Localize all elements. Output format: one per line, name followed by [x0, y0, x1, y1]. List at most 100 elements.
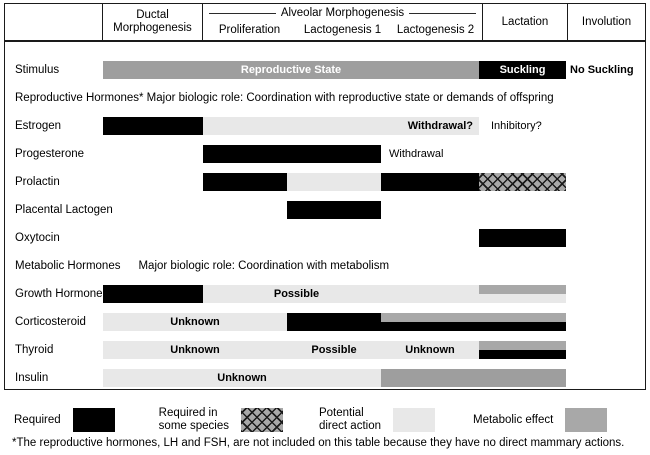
header-ductal-line1: Ductal	[136, 9, 169, 21]
note-metabolic-label: Metabolic Hormones	[15, 260, 121, 272]
header-ductal-line2: Morphogenesis	[113, 22, 192, 34]
table-row-progesterone: Progesterone Withdrawal	[5, 140, 645, 168]
bar-label-growth-hormone-possible: Possible	[273, 288, 320, 300]
bar-suckling: Suckling	[479, 61, 566, 79]
row-label-prolactin: Prolactin	[15, 176, 60, 188]
bar-oxytocin-required	[479, 229, 566, 247]
bar-insulin-metabolic	[381, 369, 566, 387]
bar-label-suckling: Suckling	[499, 64, 546, 76]
bar-label-thyroid-unknown-1: Unknown	[170, 344, 220, 356]
row-label-estrogen: Estrogen	[15, 120, 62, 132]
legend: Required Required in some species Potent…	[14, 404, 636, 436]
note-reproductive-hormones: Reproductive Hormones* Major biologic ro…	[15, 84, 554, 112]
bar-prolactin-required-2	[381, 173, 479, 191]
note-metabolic-text: Major biologic role: Coordination with m…	[138, 260, 390, 272]
table-row-stimulus: Stimulus Reproductive State Suckling No …	[5, 56, 645, 84]
row-label-corticosteroid: Corticosteroid	[15, 316, 86, 328]
bar-label-progesterone-withdrawal: Withdrawal	[389, 148, 444, 160]
legend-label-potential-direct-action: Potential direct action	[319, 407, 381, 433]
header-cell-blank	[4, 3, 102, 41]
row-label-thyroid: Thyroid	[15, 344, 54, 356]
legend-swatch-required-some-species	[240, 408, 283, 432]
header-involution-label: Involution	[581, 15, 632, 28]
table-header: Ductal Morphogenesis Alveolar Morphogene…	[4, 3, 646, 41]
bar-growth-hormone-required	[103, 285, 203, 303]
bar-reproductive-state: Reproductive State	[103, 61, 479, 79]
bar-thyroid-possible: Possible	[287, 341, 381, 359]
bar-label-reproductive-state: Reproductive State	[240, 64, 342, 76]
table-row-thyroid: Thyroid Unknown Possible Unknown	[5, 336, 645, 364]
table-row-insulin: Insulin Unknown	[5, 364, 645, 392]
note-metabolic-hormones: Metabolic Hormones Major biologic role: …	[15, 252, 389, 280]
bar-no-suckling: No Suckling	[570, 61, 650, 79]
legend-swatch-metabolic-effect	[565, 408, 608, 432]
legend-item-required-some-species: Required in some species	[159, 407, 283, 433]
bar-growth-hormone-potential: Possible	[203, 285, 566, 303]
bar-insulin-unknown: Unknown	[103, 369, 381, 387]
bar-placental-lactogen-required	[287, 201, 381, 219]
table-body: Stimulus Reproductive State Suckling No …	[4, 41, 646, 390]
alveolar-title-row: Alveolar Morphogenesis	[203, 7, 482, 20]
row-label-stimulus: Stimulus	[15, 64, 60, 76]
hormone-table: Ductal Morphogenesis Alveolar Morphogene…	[4, 3, 646, 390]
bar-label-corticosteroid-unknown: Unknown	[170, 316, 220, 328]
bar-label-thyroid-unknown-2: Unknown	[405, 344, 455, 356]
header-sub-proliferation: Proliferation	[218, 24, 281, 36]
bar-corticosteroid-metabolic	[381, 313, 566, 322]
bar-label-estrogen-withdrawal: Withdrawal?	[407, 120, 473, 132]
header-cell-ductal-morphogenesis: Ductal Morphogenesis	[102, 3, 202, 41]
alveolar-substages: Proliferation Lactogenesis 1 Lactogenesi…	[203, 24, 482, 37]
bar-prolactin-required-1	[203, 173, 287, 191]
table-row-growth-hormone: Growth Hormone Possible	[5, 280, 645, 308]
header-cell-lactation: Lactation	[482, 3, 567, 41]
legend-item-metabolic-effect: Metabolic effect	[473, 408, 608, 432]
legend-label-potential-line1: Potential	[318, 407, 364, 419]
alveolar-rule-right	[409, 13, 476, 14]
row-label-progesterone: Progesterone	[15, 148, 85, 160]
bar-prolactin-potential	[287, 173, 381, 191]
legend-label-required-some-species: Required in some species	[159, 407, 229, 433]
bar-label-insulin-unknown: Unknown	[217, 372, 267, 384]
bar-prolactin-some-species	[479, 173, 566, 191]
header-alveolar-title: Alveolar Morphogenesis	[280, 7, 405, 19]
bar-label-no-suckling: No Suckling	[570, 64, 634, 76]
table-row-oxytocin: Oxytocin	[5, 224, 645, 252]
header-sub-lactogenesis-1: Lactogenesis 1	[303, 24, 382, 36]
legend-label-required: Required	[14, 413, 61, 426]
legend-label-species-line2: some species	[158, 420, 229, 432]
legend-label-metabolic-effect: Metabolic effect	[473, 413, 554, 426]
bar-progesterone-required	[203, 145, 381, 163]
header-cell-involution: Involution	[567, 3, 646, 41]
row-label-insulin: Insulin	[15, 372, 49, 384]
table-row-placental-lactogen: Placental Lactogen	[5, 196, 645, 224]
bar-thyroid-required	[479, 350, 566, 359]
table-row-corticosteroid: Corticosteroid Unknown	[5, 308, 645, 336]
bar-progesterone-withdrawal: Withdrawal	[389, 145, 499, 163]
bar-label-estrogen-inhibitory: Inhibitory?	[491, 120, 542, 132]
bar-growth-hormone-metabolic	[479, 285, 566, 294]
header-cell-alveolar-morphogenesis: Alveolar Morphogenesis Proliferation Lac…	[202, 3, 482, 41]
bar-thyroid-unknown-2: Unknown	[381, 341, 479, 359]
alveolar-rule-left	[209, 13, 276, 14]
note-reproductive-text: Reproductive Hormones* Major biologic ro…	[15, 92, 554, 104]
table-row-prolactin: Prolactin	[5, 168, 645, 196]
table-row-estrogen: Estrogen Withdrawal? Inhibitory?	[5, 112, 645, 140]
bar-thyroid-potential	[103, 341, 566, 359]
bar-corticosteroid-unknown: Unknown	[103, 313, 287, 331]
bar-estrogen-required	[103, 117, 203, 135]
legend-label-potential-line2: direct action	[318, 420, 381, 432]
bar-thyroid-unknown-1: Unknown	[103, 341, 287, 359]
row-label-oxytocin: Oxytocin	[15, 232, 60, 244]
bar-label-thyroid-possible: Possible	[311, 344, 357, 356]
bar-estrogen-inhibitory: Inhibitory?	[491, 117, 581, 135]
legend-swatch-potential-direct-action	[393, 408, 435, 432]
bar-thyroid-metabolic	[479, 341, 566, 350]
bar-estrogen-potential: Withdrawal?	[203, 117, 479, 135]
header-lactation-label: Lactation	[501, 15, 549, 28]
legend-swatch-required	[72, 408, 115, 432]
row-label-growth-hormone: Growth Hormone	[15, 288, 103, 300]
row-label-placental-lactogen: Placental Lactogen	[15, 204, 113, 216]
legend-item-required: Required	[14, 408, 115, 432]
legend-label-species-line1: Required in	[158, 407, 218, 419]
